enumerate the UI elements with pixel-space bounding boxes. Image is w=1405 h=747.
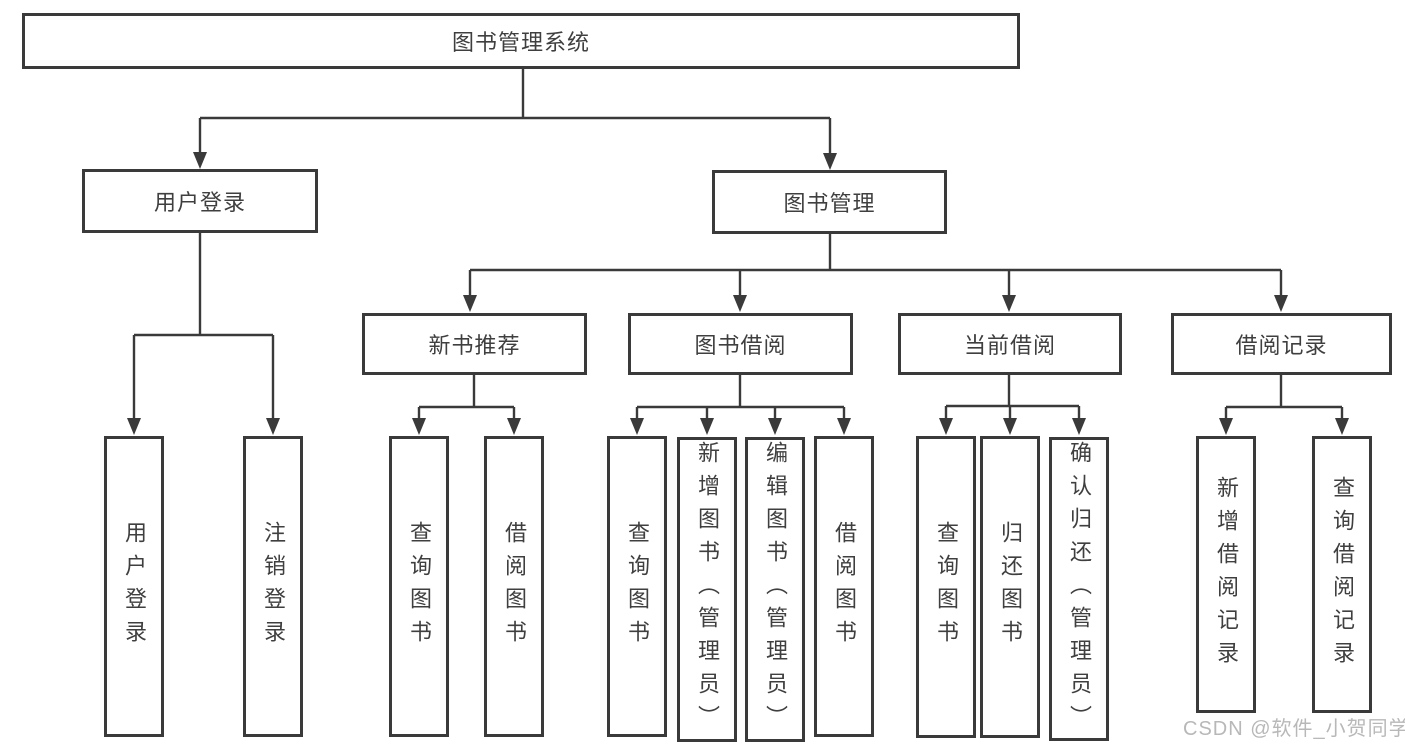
leaf-query-borrow-record-label: 查询借阅记录: [1330, 475, 1355, 674]
leaf-query-books-3: 查询图书: [916, 436, 976, 738]
leaf-user-login: 用户登录: [104, 436, 164, 737]
leaf-borrow-books-1-label: 借阅图书: [502, 520, 527, 653]
leaf-query-books-2: 查询图书: [607, 436, 667, 737]
node-user-login: 用户登录: [82, 169, 318, 233]
leaf-add-books-admin: 新增图书（管理员）: [677, 437, 737, 742]
node-new-book-recommend-label: 新书推荐: [428, 333, 521, 358]
leaf-confirm-return-admin: 确认归还（管理员）: [1049, 437, 1109, 741]
leaf-add-borrow-record-label: 新增借阅记录: [1214, 475, 1239, 674]
leaf-query-books-1: 查询图书: [389, 436, 449, 737]
leaf-confirm-return-admin-label: 确认归还（管理员）: [1067, 440, 1092, 738]
leaf-borrow-books-2: 借阅图书: [814, 436, 874, 737]
node-book-management-label: 图书管理: [783, 191, 876, 216]
leaf-query-borrow-record: 查询借阅记录: [1312, 436, 1372, 713]
node-book-borrow-label: 图书借阅: [694, 333, 787, 358]
leaf-add-books-admin-label: 新增图书（管理员）: [695, 441, 720, 738]
leaf-user-login-label: 用户登录: [122, 520, 147, 653]
node-root-system: 图书管理系统: [22, 13, 1020, 69]
node-new-book-recommend: 新书推荐: [362, 313, 587, 375]
leaf-return-books-label: 归还图书: [998, 521, 1023, 653]
connector-segments: [132, 69, 1344, 420]
node-book-management: 图书管理: [712, 170, 947, 234]
node-user-login-label: 用户登录: [153, 190, 246, 215]
node-current-borrow-label: 当前借阅: [963, 333, 1056, 358]
leaf-borrow-books-1: 借阅图书: [484, 436, 544, 737]
arrowhead-icons: [127, 152, 1349, 435]
leaf-edit-books-admin-label: 编辑图书（管理员）: [763, 441, 788, 738]
csdn-watermark: CSDN @软件_小贺同学: [1183, 718, 1405, 740]
leaf-add-borrow-record: 新增借阅记录: [1196, 436, 1256, 713]
node-root-label: 图书管理系统: [451, 30, 590, 55]
leaf-query-books-3-label: 查询图书: [934, 521, 959, 653]
leaf-query-books-1-label: 查询图书: [407, 520, 432, 653]
leaf-return-books: 归还图书: [980, 436, 1040, 738]
leaf-logout-label: 注销登录: [261, 520, 286, 653]
leaf-logout: 注销登录: [243, 436, 303, 737]
leaf-edit-books-admin: 编辑图书（管理员）: [745, 437, 805, 742]
node-book-borrow: 图书借阅: [628, 313, 853, 375]
node-borrow-records: 借阅记录: [1171, 313, 1392, 375]
node-borrow-records-label: 借阅记录: [1235, 333, 1328, 358]
node-current-borrow: 当前借阅: [898, 313, 1122, 375]
leaf-borrow-books-2-label: 借阅图书: [832, 520, 857, 653]
leaf-query-books-2-label: 查询图书: [625, 520, 650, 653]
